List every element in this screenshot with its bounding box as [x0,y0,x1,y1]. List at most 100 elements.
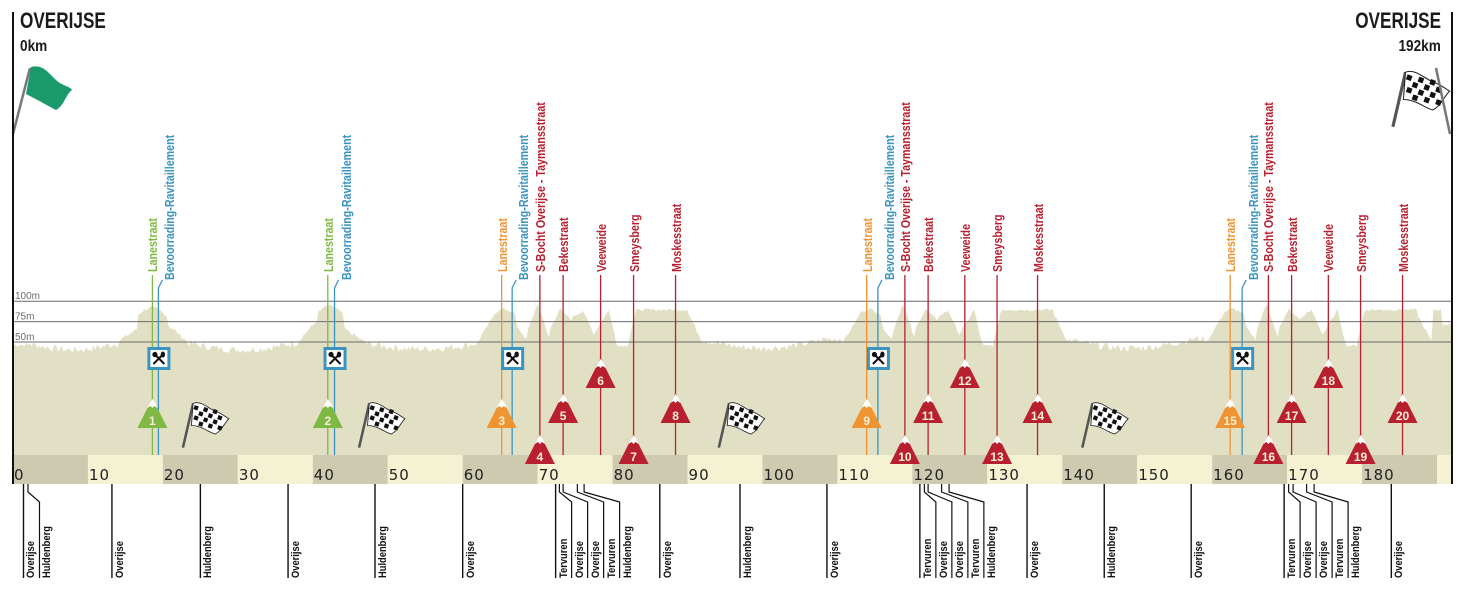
climb-number: 19 [1354,450,1368,464]
climb-icon-15: 15 [1215,398,1246,428]
climb-number: 3 [498,414,505,428]
town-label: Tervuren [1286,538,1299,578]
town-label: Overijse [1302,541,1315,578]
km-tick-label: 20 [163,466,185,484]
km-band [1062,455,1138,484]
km-band [1362,455,1438,484]
climb-icon-12: 12 [949,358,980,388]
elevation-profile [13,303,1452,455]
km-tick-label: 10 [88,466,111,484]
km-tick-label: 180 [1363,466,1395,484]
town-label: Overijse [1318,541,1331,578]
feed-marker-line [157,279,163,455]
feed-marker-line [877,279,883,455]
town-label: Huldenberg [621,526,634,578]
feed-zone-label: Bevoorrading-Ravitaillement [162,134,178,280]
climb-icon-18: 18 [1313,358,1344,388]
km-band [687,455,763,484]
km-band [762,455,838,484]
town-label: Overijse [573,541,586,578]
town-label: Overijse [1193,541,1206,578]
climb-name-label: Bekestraat [921,217,937,272]
town-label: Overijse [953,541,966,578]
climb-name-label: Veeweide [1321,223,1337,272]
climb-name-label: S-Bocht Overijse - Taymansstraat [897,102,913,272]
climb-name-label: Lanestraat [320,218,336,272]
gridline-label: 100m [15,291,40,302]
town-label: Huldenberg [1106,526,1119,578]
town-label: Overijse [828,541,841,578]
feed-zone-icon [501,347,525,370]
climb-number: 15 [1223,414,1237,428]
climb-icon-4: 4 [524,434,555,464]
frame [12,12,1453,484]
km-tick-label: 160 [1213,466,1245,484]
km-tick-label: 70 [538,466,560,484]
lap-finish-flag-icon [717,402,766,448]
town-marker-line [27,484,41,578]
km-band [1437,455,1452,484]
town-label: Overijse [25,541,38,578]
town-label: Overijse [1393,541,1406,578]
start-place-name: OVERIJSE [20,8,106,33]
town-label: Tervuren [605,538,618,578]
climb-icon-6: 6 [585,358,616,388]
climb-name-label: Lanestraat [494,218,510,272]
climb-icon-16: 16 [1253,434,1284,464]
town-label: Overijse [113,541,126,578]
climb-number: 10 [898,450,912,464]
climb-number: 6 [597,374,604,388]
elevation-area [13,303,1452,455]
climb-icon-8: 8 [660,393,691,423]
climb-name-label: Lanestraat [145,218,161,272]
town-label: Overijse [937,541,950,578]
town-label: Huldenberg [985,526,998,578]
town-label: Huldenberg [202,526,215,578]
finish-flag-icon [1391,70,1451,128]
feed-zone-label: Bevoorrading-Ravitaillement [516,134,532,280]
km-tick-label: 90 [688,466,710,484]
town-label: Overijse [464,541,477,578]
feed-zone-label: Bevoorrading-Ravitaillement [338,134,354,280]
lap-finish-flag-icon [1081,402,1129,448]
feed-zone-icon [1231,347,1255,370]
gridline-label: 50m [15,332,34,343]
climb-icon-19: 19 [1345,434,1376,464]
km-band [312,455,388,484]
km-tick-label: 50 [388,466,410,484]
km-band [87,455,163,484]
town-label: Tervuren [969,538,982,578]
km-tick-label: 80 [613,466,635,484]
climb-name-label: Moskesstraat [1030,203,1046,272]
km-tick-label: 110 [838,466,871,484]
climb-name-label: Bekestraat [1284,217,1300,272]
town-marker-line [927,484,953,578]
town-label: Huldenberg [376,526,389,578]
town-label: Tervuren [921,538,934,578]
town-marker-line [948,484,985,578]
climb-name-label: Moskesstraat [668,203,684,272]
km-band [912,455,988,484]
start-km-label: 0km [20,38,48,55]
climb-name-label: Veeweide [957,223,973,272]
town-marker-line [562,484,589,578]
climb-icon-14: 14 [1022,393,1053,423]
finish-km-label: 192km [1398,38,1441,55]
climb-name-label: Veeweide [593,223,609,272]
finish-flag-pole [1434,67,1452,135]
km-tick-label: 0 [14,466,25,484]
km-band [387,455,463,484]
climb-number: 18 [1322,374,1336,388]
climb-icon-7: 7 [618,434,649,464]
town-label: Tervuren [1334,538,1347,578]
town-marker-line [1306,484,1333,578]
climb-icon-17: 17 [1276,393,1307,423]
climb-icon-2: 2 [312,398,343,428]
km-band [462,455,538,484]
climb-number: 2 [324,414,331,428]
km-band [237,455,313,484]
climb-name-label: Smeysberg [990,214,1006,272]
